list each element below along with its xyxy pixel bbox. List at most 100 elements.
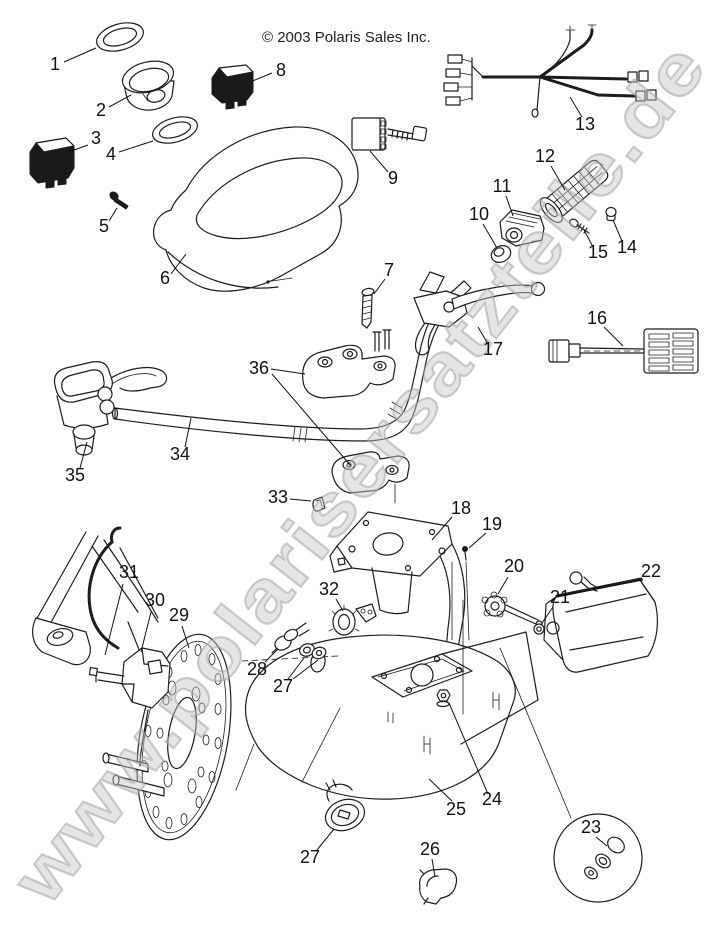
part-27-ignition-switch xyxy=(324,779,366,832)
part-33-clip xyxy=(312,496,326,512)
leader-line-part-11 xyxy=(505,195,514,217)
part-number-27b: 27 xyxy=(300,847,320,867)
leader-line-part-28 xyxy=(264,648,279,663)
leader-line-part-31 xyxy=(104,583,124,656)
part-number-11: 11 xyxy=(493,176,512,196)
leader-line-part-33 xyxy=(289,498,312,502)
part-number-18: 18 xyxy=(451,498,471,518)
part-number-15: 15 xyxy=(588,242,608,262)
part-30-hub-caliper xyxy=(88,647,171,797)
part-2-gauge xyxy=(121,60,175,111)
leader-line-part-12 xyxy=(550,165,566,191)
part-number-35: 35 xyxy=(65,465,85,485)
part-31-speedometer-cable xyxy=(87,526,122,650)
leader-line-part-29 xyxy=(181,625,190,649)
part-35-master-cylinder xyxy=(53,361,168,456)
part-number-25: 25 xyxy=(446,799,466,819)
part-10-cap xyxy=(490,245,512,263)
part-9-cdi-module xyxy=(351,117,428,151)
leader-line-part-10 xyxy=(482,223,498,249)
part-number-14: 14 xyxy=(617,237,637,257)
part-14-nut xyxy=(605,206,617,222)
leader-line-part-27a xyxy=(292,659,319,680)
leader-line-part-16 xyxy=(603,326,624,347)
part-number-9: 9 xyxy=(388,168,398,188)
part-number-7: 7 xyxy=(384,260,394,280)
part-number-16: 16 xyxy=(587,308,607,328)
part-20-adjuster-knob xyxy=(481,591,543,628)
part-32-grommet xyxy=(328,603,377,636)
leader-line-part-15 xyxy=(583,229,594,248)
part-number-13: 13 xyxy=(575,114,595,134)
part-36-handlebar-clamps xyxy=(302,329,410,504)
leader-line-part-17 xyxy=(477,326,489,345)
part-22-headlight xyxy=(543,571,658,673)
leader-line-part-6 xyxy=(170,253,187,275)
part-number-34: 34 xyxy=(170,444,190,464)
part-number-19: 19 xyxy=(482,514,502,534)
frame-tubes xyxy=(32,531,159,666)
part-number-8: 8 xyxy=(276,60,286,80)
part-24-mount-bolt xyxy=(436,561,464,715)
part-23-bulb-detail xyxy=(553,813,643,903)
detail-leader-line xyxy=(499,647,572,819)
leader-line-part-27a xyxy=(287,657,305,680)
part-number-28: 28 xyxy=(247,659,267,679)
part-number-27a: 27 xyxy=(273,676,293,696)
leader-line-part-7 xyxy=(373,278,386,295)
part-7-screw xyxy=(361,287,375,329)
leader-line-part-36 xyxy=(270,368,306,375)
part-number-5: 5 xyxy=(99,216,109,236)
leader-line-part-19 xyxy=(468,532,487,549)
part-4-bezel-ring xyxy=(152,116,198,144)
part-number-21: 21 xyxy=(550,587,570,607)
leader-line-part-22 xyxy=(559,579,644,597)
part-26-clamp xyxy=(419,868,458,905)
leader-line-part-35 xyxy=(79,441,88,469)
part-15-screw xyxy=(569,218,590,234)
part-number-17: 17 xyxy=(483,339,503,359)
part-number-26: 26 xyxy=(420,839,440,859)
leader-line-part-36 xyxy=(271,373,352,467)
part-3-relay xyxy=(29,137,75,189)
part-5-screw xyxy=(109,191,129,210)
part-16-resistor-assembly xyxy=(548,328,699,374)
part-number-2: 2 xyxy=(96,100,106,120)
part-27-washer-nut xyxy=(299,643,327,660)
leader-line-part-2 xyxy=(108,94,132,108)
leader-line-part-8 xyxy=(249,72,273,83)
leader-line-part-26 xyxy=(431,858,436,878)
part-12-handlebar-grip xyxy=(539,159,609,224)
leader-line-part-9 xyxy=(369,150,389,173)
part-number-29: 29 xyxy=(169,605,189,625)
part-25-pod-base xyxy=(235,631,539,800)
part-number-32: 32 xyxy=(319,579,339,599)
part-number-36: 36 xyxy=(249,358,269,378)
part-number-4: 4 xyxy=(106,144,116,164)
leader-line-part-32 xyxy=(335,598,344,612)
part-number-1: 1 xyxy=(50,54,60,74)
part-number-22: 22 xyxy=(641,561,661,581)
part-number-30: 30 xyxy=(145,590,165,610)
part-number-12: 12 xyxy=(535,146,555,166)
leader-line-part-5 xyxy=(108,207,118,222)
leader-line-part-4 xyxy=(118,140,154,153)
leader-line-part-23 xyxy=(595,836,608,847)
part-13-wiring-harness xyxy=(443,24,657,118)
part-number-24: 24 xyxy=(482,789,502,809)
leader-line-part-21 xyxy=(541,606,554,624)
part-21-eyelet xyxy=(533,623,545,635)
headlight-bulb xyxy=(569,571,599,592)
part-number-10: 10 xyxy=(469,204,489,224)
part-number-33: 33 xyxy=(268,487,288,507)
part-1-bezel-ring xyxy=(96,22,144,52)
leader-line-part-24 xyxy=(448,702,489,795)
leader-line-part-1 xyxy=(63,47,97,63)
leader-line-part-34 xyxy=(184,417,192,448)
part-number-23: 23 xyxy=(581,817,601,837)
part-number-6: 6 xyxy=(160,268,170,288)
leader-line-part-14 xyxy=(612,219,623,242)
